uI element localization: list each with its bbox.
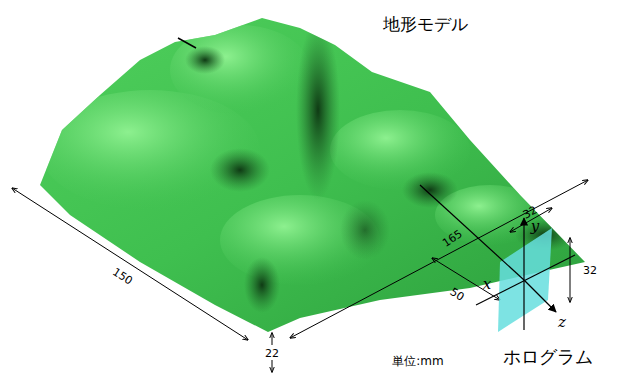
axis-label: x [483,277,491,292]
hologram [420,185,575,332]
axis-label: z [558,315,566,330]
terrain-model [40,18,585,332]
unit-note: 単位:mm [392,355,443,367]
hologram-label: ホログラム [503,348,593,366]
dimension-lines [12,180,588,372]
dimension-label: 22 [265,348,279,359]
dimension-label: 32 [583,265,597,276]
dimension-label: 150 [110,266,134,287]
axis-label: y [531,219,539,234]
figure-title-label: 地形モデル [383,16,468,33]
